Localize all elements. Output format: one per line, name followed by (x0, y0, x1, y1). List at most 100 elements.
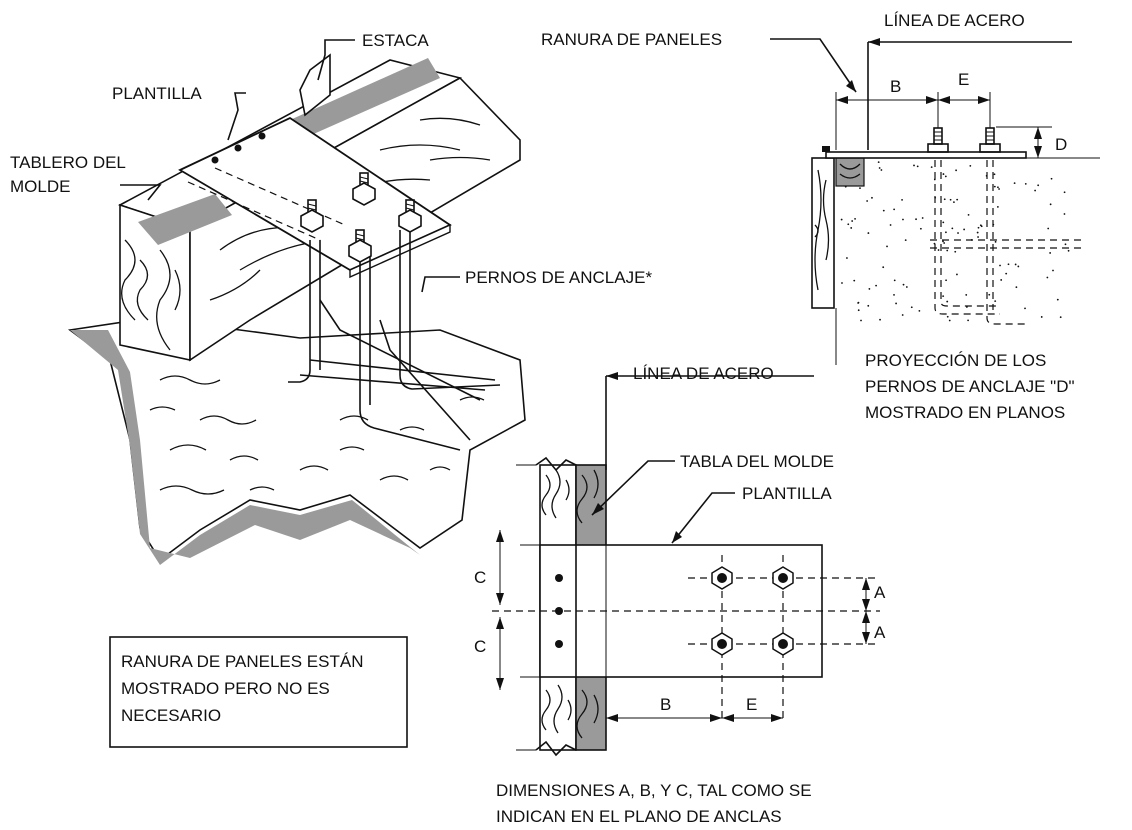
concrete-speck (1017, 265, 1020, 268)
hidden-cross-bar (930, 239, 1085, 249)
plate-hole (211, 156, 219, 164)
concrete-speck (1049, 203, 1052, 206)
stake (299, 53, 331, 117)
concrete-speck (956, 273, 958, 276)
concrete-speck (893, 293, 895, 296)
plan-bolt (772, 566, 794, 590)
plan-form-board-label: TABLA DEL MOLDE (680, 452, 834, 471)
panel-groove-label: RANURA DE PANELES (541, 30, 722, 49)
concrete-speck (994, 300, 997, 303)
concrete-speck (1014, 263, 1017, 266)
concrete-speck (880, 169, 883, 171)
concrete-speck (841, 282, 843, 284)
concrete-speck (946, 300, 949, 303)
concrete-speck (988, 293, 991, 296)
concrete-speck (946, 315, 949, 318)
arrowhead (722, 714, 734, 722)
arrowhead (846, 80, 856, 92)
plan-hole (555, 574, 563, 582)
section-view: RANURA DE PANELES LÍNEA DE ACERO B E D P… (541, 11, 1100, 422)
arrowhead (862, 611, 870, 623)
template-label: PLANTILLA (112, 84, 202, 103)
concrete-speck (942, 221, 945, 224)
section-caption-line2: PERNOS DE ANCLAJE "D" (865, 377, 1075, 396)
break-line-top (535, 456, 577, 472)
concrete-speck (943, 242, 946, 244)
concrete-speck (901, 198, 903, 201)
plan-gray-grain (576, 469, 599, 739)
concrete-speck (846, 257, 848, 259)
concrete-speck (857, 309, 860, 312)
plate-hole (258, 132, 266, 140)
concrete-speck (1059, 316, 1062, 319)
section-caption-line1: PROYECCIÓN DE LOS (865, 351, 1046, 370)
concrete-speck (875, 284, 877, 287)
concrete-speck (1067, 249, 1070, 252)
anchor-bolt-rods (288, 230, 501, 451)
concrete-speck (994, 240, 997, 243)
arrowhead (836, 96, 848, 104)
concrete-speck (996, 206, 999, 208)
concrete-speck (965, 294, 968, 296)
note-box: RANURA DE PANELES ESTÁN MOSTRADO PERO NO… (109, 636, 408, 748)
concrete-speck (937, 249, 940, 251)
concrete-speck (956, 198, 959, 201)
concrete-speck (878, 167, 881, 169)
concrete-speck (1034, 189, 1037, 192)
concrete-speck (957, 232, 959, 234)
arrowhead (496, 617, 504, 629)
concrete-speck (867, 232, 870, 234)
section-form-grain (814, 169, 830, 291)
anchor-bolts-label: PERNOS DE ANCLAJE* (465, 268, 652, 287)
gray-groove-left (138, 194, 232, 245)
concrete-speck (895, 302, 897, 305)
stake-leader (317, 39, 355, 81)
concrete-speck (1037, 184, 1040, 187)
arrowhead (862, 578, 870, 590)
arrowhead (592, 503, 604, 515)
arrowhead (938, 96, 950, 104)
concrete-speck (867, 304, 870, 307)
panel-groove-leader (770, 38, 857, 93)
concrete-speck (998, 188, 1000, 190)
concrete-speck (901, 314, 904, 316)
arrowhead (710, 714, 722, 722)
concrete-speck (1000, 279, 1003, 281)
concrete-speck (893, 208, 896, 211)
section-form-board (811, 157, 835, 309)
concrete-speck (977, 226, 980, 229)
template-leader (671, 492, 735, 544)
concrete-speck (967, 213, 970, 216)
concrete-speck (999, 264, 1001, 267)
concrete-speck (944, 175, 947, 178)
plan-dim-c-top: C (474, 568, 486, 587)
concrete-speck (1063, 191, 1066, 194)
concrete-speck (904, 239, 907, 242)
concrete-speck (905, 286, 908, 288)
arrowhead (496, 530, 504, 542)
plan-dim-a-top: A (874, 583, 886, 602)
concrete-speck (930, 166, 933, 169)
break-line-bottom (535, 740, 577, 757)
plan-view: LÍNEA DE ACERO TABLA DEL MOLDE PLANTILLA… (474, 364, 886, 826)
concrete-speck (948, 319, 951, 322)
concrete-speck (993, 173, 996, 176)
arrowhead (672, 531, 682, 543)
note-line2: MOSTRADO PERO NO ES (121, 679, 330, 698)
section-dim-e: E (958, 70, 969, 89)
panel-groove-block (835, 157, 865, 187)
concrete-speck (976, 231, 979, 234)
concrete-speck (1056, 298, 1059, 301)
nut (398, 199, 422, 233)
concrete-speck (963, 228, 966, 231)
gray-groove-right (290, 58, 440, 140)
concrete-speck (882, 209, 885, 212)
plan-dim-a-bottom: A (874, 623, 886, 642)
concrete-speck (902, 218, 904, 221)
arrowhead (496, 678, 504, 690)
concrete-speck (1040, 316, 1043, 318)
concrete-speck (1064, 243, 1067, 246)
section-caption-line3: MOSTRADO EN PLANOS (865, 403, 1065, 422)
concrete-speck (954, 250, 957, 253)
concrete-speck (857, 302, 860, 304)
